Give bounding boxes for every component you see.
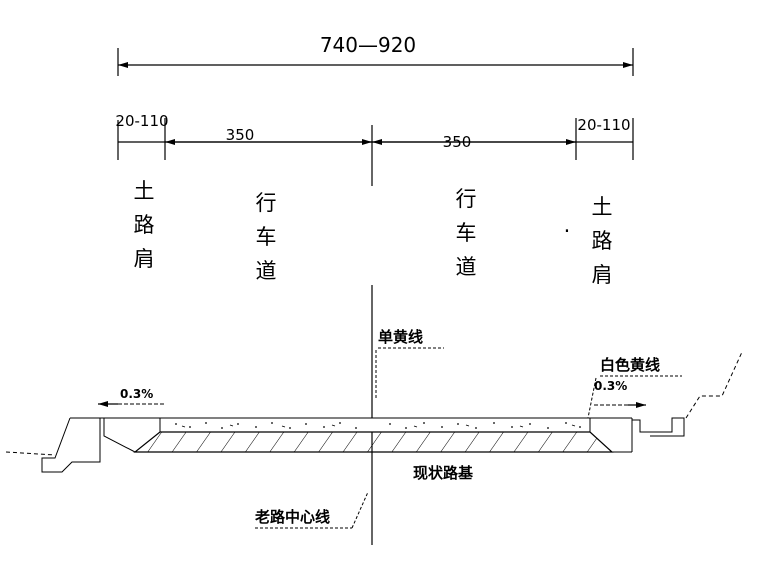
cross-section	[5, 351, 743, 473]
total-dimension: 740—920	[117, 33, 634, 76]
right-lane-width: 350	[443, 133, 472, 151]
zone-right-shoulder: 土 路 肩	[592, 195, 613, 287]
slope-left: 0.3%	[98, 387, 164, 407]
right-shoulder-width: 20-110	[577, 116, 630, 134]
zone-char: 行	[456, 187, 477, 211]
separator-dot: ·	[564, 219, 571, 243]
subgrade-label: 现状路基	[413, 464, 474, 482]
zone-char: 行	[256, 191, 277, 215]
zone-char: 路	[134, 213, 155, 237]
single-yellow-label: 单黄线	[378, 328, 423, 346]
white-yellow-label: 白色黄线	[600, 356, 660, 374]
right-slope-dashed	[685, 351, 743, 419]
left-embankment	[103, 418, 136, 453]
zone-char: 肩	[134, 247, 155, 271]
pavement-layer	[159, 417, 591, 433]
zone-char: 道	[256, 259, 277, 283]
single-yellow-line-callout: 单黄线	[375, 328, 444, 398]
zone-left-lane: 行 车 道	[256, 191, 277, 283]
slope-right-label: 0.3%	[594, 379, 627, 393]
zone-char: 车	[456, 221, 477, 245]
total-dimension-label: 740—920	[320, 33, 416, 57]
lane-dimensions: 20-110 350 350 20-110	[115, 112, 634, 186]
zone-char: 肩	[592, 263, 613, 287]
zone-char: 路	[592, 229, 613, 253]
zone-char: 道	[456, 255, 477, 279]
zone-char: 土	[134, 179, 155, 203]
white-yellow-line-callout: 白色黄线	[587, 356, 682, 419]
zone-char: 土	[592, 195, 613, 219]
left-slope	[41, 417, 101, 473]
left-lane-width: 350	[226, 126, 255, 144]
base-layer	[133, 431, 614, 453]
old-centerline-callout: 老路中心线	[254, 491, 369, 529]
pavement-aggregate	[175, 422, 581, 429]
left-ground-dashed	[5, 451, 56, 456]
right-curb	[612, 417, 685, 453]
zone-right-lane: 行 车 道	[456, 187, 477, 279]
old-centerline-label: 老路中心线	[254, 508, 330, 526]
left-shoulder-width: 20-110	[115, 112, 168, 130]
zone-char: 车	[256, 225, 277, 249]
zone-left-shoulder: 土 路 肩	[134, 179, 155, 271]
slope-right: 0.3%	[594, 379, 646, 408]
slope-left-label: 0.3%	[120, 387, 153, 401]
